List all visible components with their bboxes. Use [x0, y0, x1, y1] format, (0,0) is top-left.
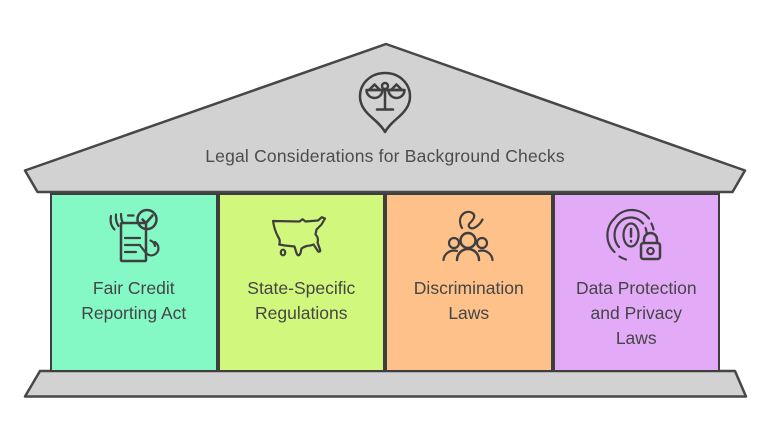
pillar-label-line: Reporting Act — [81, 303, 187, 323]
pillar-label: State-Specific Regulations — [247, 276, 355, 326]
pillar-label-line: Regulations — [255, 303, 348, 323]
pillar-label: Discrimination Laws — [414, 276, 524, 326]
pillar-label-line: State-Specific — [247, 278, 356, 298]
usa-map-icon — [272, 216, 327, 257]
scales-of-justice-pin-icon — [358, 71, 412, 134]
pillar-label-line: Laws — [615, 328, 657, 348]
pillar-label: Data Protection and Privacy Laws — [576, 276, 697, 351]
people-group-icon — [442, 210, 494, 262]
pillar-label: Fair Credit Reporting Act — [81, 276, 186, 326]
fingerprint-lock-icon — [606, 208, 662, 261]
pillar-label-line: Discrimination — [413, 278, 524, 298]
pillar-label-line: Laws — [448, 303, 490, 323]
pillar-discrimination-laws: Discrimination Laws — [385, 193, 553, 372]
pillar-state-specific-regulations: State-Specific Regulations — [217, 193, 385, 372]
pillar-fair-credit-reporting-act: Fair Credit Reporting Act — [50, 193, 218, 372]
diagram-title: Legal Considerations for Background Chec… — [205, 146, 565, 166]
pillar-label-line: and Privacy — [590, 303, 682, 323]
document-check-hands-icon — [109, 208, 160, 263]
base-shape — [23, 369, 748, 398]
pediment-shape — [23, 42, 747, 194]
pillar-label-line: Data Protection — [575, 278, 697, 298]
pillar-label-line: Fair Credit — [92, 278, 175, 298]
pillar-data-protection-privacy-laws: Data Protection and Privacy Laws — [552, 193, 720, 372]
